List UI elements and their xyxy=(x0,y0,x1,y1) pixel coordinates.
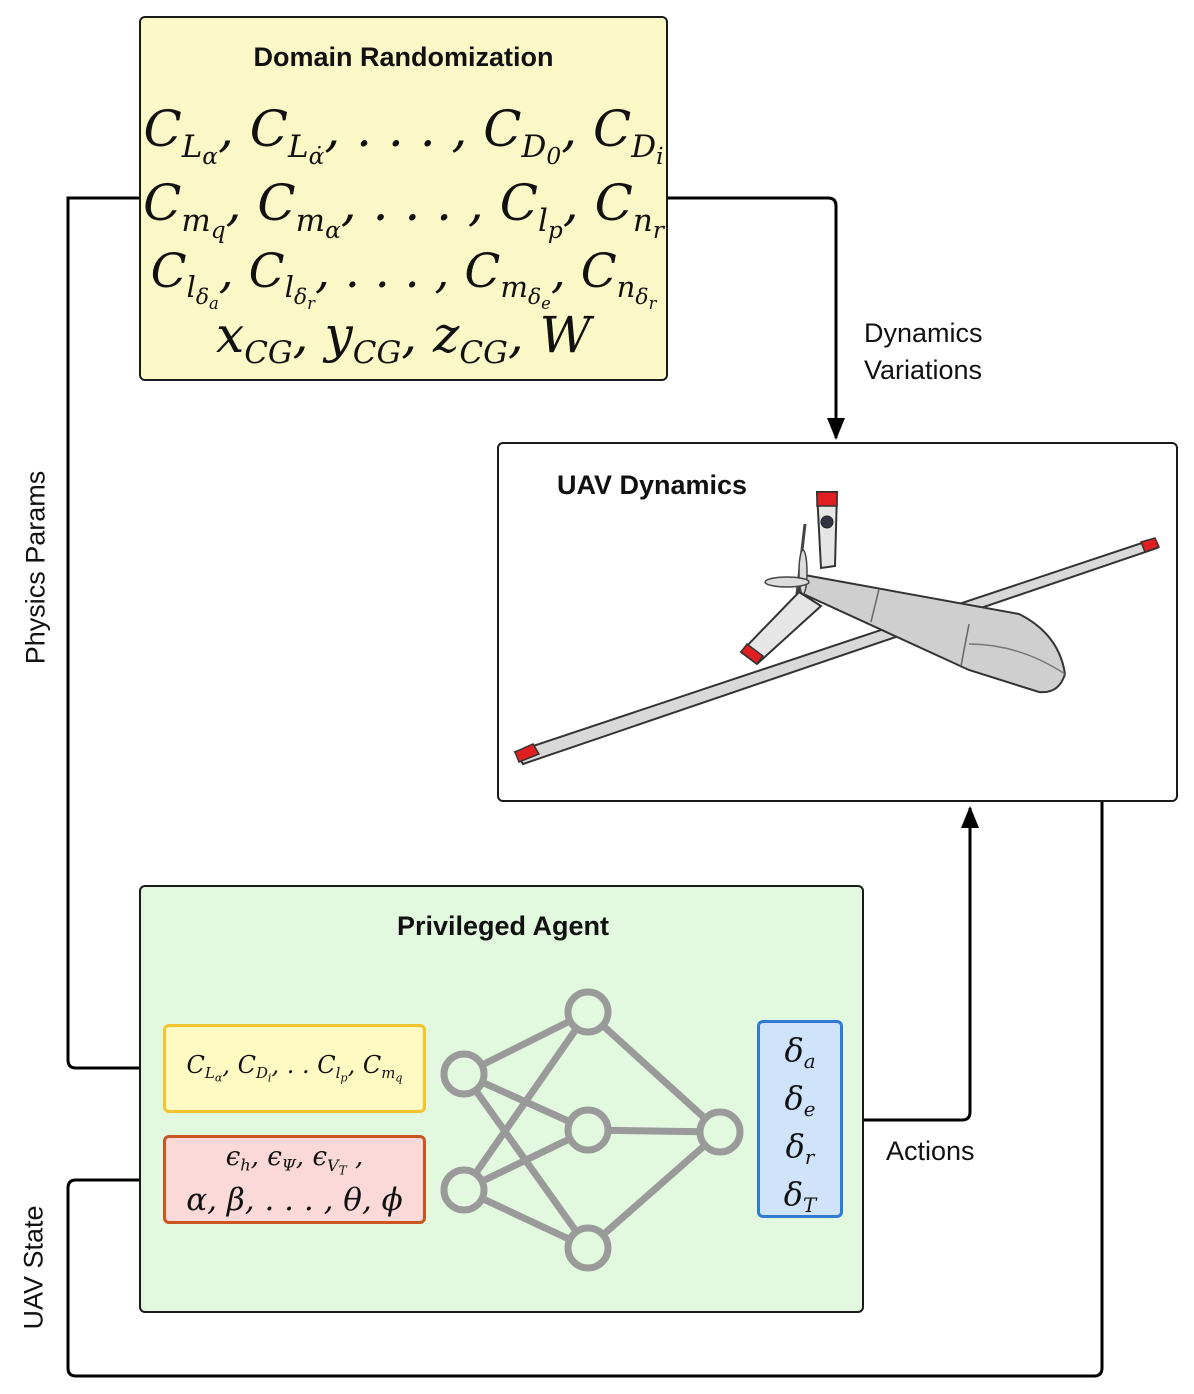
uav-dynamics-box: UAV Dynamics xyxy=(497,442,1178,802)
actions-output-box: δa δe δr δT xyxy=(757,1020,843,1218)
aero-coefficients-row-3: Clδa, Clδr, . . . , Cmδe, Cnδr xyxy=(150,244,657,313)
action-aileron: δa xyxy=(784,1031,816,1073)
state-input-line1: ϵh, ϵΨ, ϵVT , xyxy=(225,1142,364,1178)
uav-dynamics-title: UAV Dynamics xyxy=(557,470,748,500)
actions-wire xyxy=(843,806,979,1122)
action-rudder: δr xyxy=(785,1127,815,1169)
params-input-box: CLα, CDi, . . Clp, Cmq xyxy=(163,1024,426,1113)
action-elevator: δe xyxy=(784,1079,816,1121)
physics-params-wire xyxy=(66,196,162,1077)
dynamics-variations-label-line1: Dynamics xyxy=(864,318,983,348)
uav-state-label: UAV State xyxy=(18,1205,49,1330)
privileged-agent-title: Privileged Agent xyxy=(396,911,610,941)
actions-label: Actions xyxy=(886,1136,975,1166)
dynamics-variations-wire xyxy=(668,196,845,440)
fixed-wing-uav-icon xyxy=(513,491,1161,766)
physics-params-label: Physics Params xyxy=(20,470,51,665)
aero-coefficients-row-1: CLα, CLα̇, . . . , CD0, CDi xyxy=(143,100,664,170)
action-throttle: δT xyxy=(783,1175,817,1217)
mass-properties-row: xCG, yCG, zCG, W xyxy=(215,306,592,371)
aero-coefficients-row-2: Cmq, Cmα, . . . , Clp, Cnr xyxy=(143,174,664,244)
params-input-text: CLα, CDi, . . Clp, Cmq xyxy=(186,1051,403,1085)
state-input-box: ϵh, ϵΨ, ϵVT , α, β, . . . , θ, ϕ xyxy=(163,1135,426,1224)
domain-randomization-box: Domain Randomization CLα, CLα̇, . . . , … xyxy=(139,16,668,381)
dynamics-variations-label-line2: Variations xyxy=(864,355,983,385)
state-input-line2: α, β, . . . , θ, ϕ xyxy=(186,1182,403,1218)
domain-randomization-title: Domain Randomization xyxy=(253,42,554,72)
uav-state-wire xyxy=(66,802,1104,1378)
privileged-agent-box: Privileged Agent xyxy=(139,885,864,1313)
neural-network-icon xyxy=(440,988,744,1272)
